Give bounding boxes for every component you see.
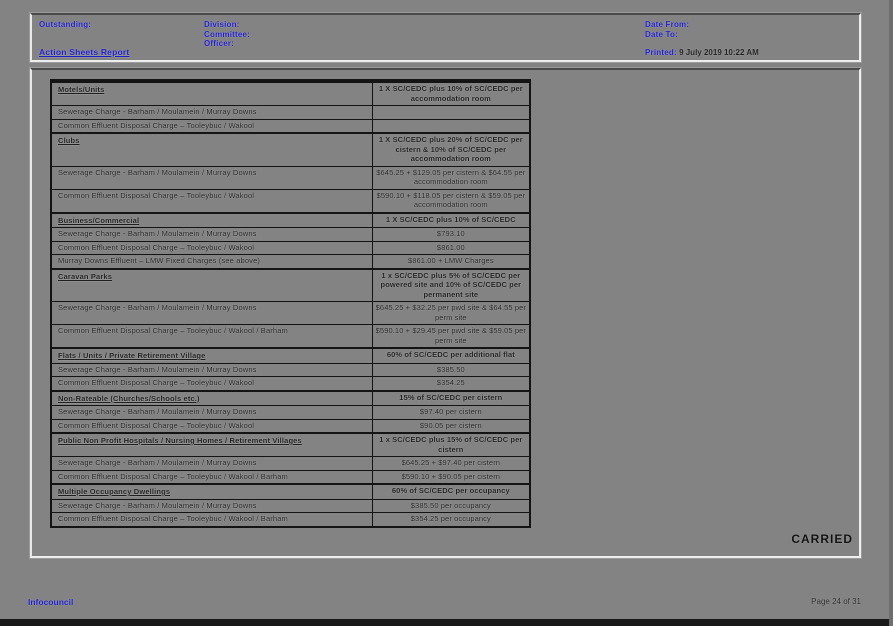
report-body-panel: Motels/Units 1 X SC/CEDC plus 10% of SC/C… <box>30 68 861 558</box>
charge-value-cell: 1 x SC/CEDC plus 15% of SC/CEDC per cist… <box>379 435 523 454</box>
table-row: Common Effluent Disposal Charge – Tooley… <box>52 188 529 212</box>
charge-value-cell <box>373 120 529 133</box>
table-row: Common Effluent Disposal Charge – Tooley… <box>52 512 529 526</box>
category-label-cell: Flats / Units / Private Retirement Villa… <box>52 349 373 363</box>
charge-label-cell: Common Effluent Disposal Charge – Tooley… <box>52 377 373 390</box>
report-header-panel: Outstanding: Division: Committee: Office… <box>30 13 861 62</box>
category-label-cell: Public Non Profit Hospitals / Nursing Ho… <box>52 434 373 456</box>
charge-label-cell: Common Effluent Disposal Charge – Tooley… <box>52 189 373 212</box>
charge-value-cell: $645.25 + $32.25 per pwd site & $64.55 p… <box>375 303 527 322</box>
charge-value-cell: $645.25 + $129.05 per cistern & $64.55 p… <box>376 167 526 187</box>
charge-value-cell: $385.50 <box>436 364 465 374</box>
table-row: Non-Rateable (Churches/Schools etc.) 15% … <box>52 389 529 405</box>
committee-label: Committee: <box>204 29 251 39</box>
charge-value-cell: $97.40 per cistern <box>419 407 482 416</box>
table-row: Sewerage Charge - Barham / Moulamein / M… <box>52 165 529 189</box>
table-row: Common Effluent Disposal Charge – Tooley… <box>52 240 529 254</box>
charge-label-cell: Sewerage Charge - Barham / Moulamein / M… <box>52 106 373 119</box>
charge-value-cell: $354.25 <box>436 378 465 387</box>
table-row: Sewerage Charge - Barham / Moulamein / M… <box>52 362 529 376</box>
charge-label-cell: Sewerage Charge - Barham / Moulamein / M… <box>52 363 373 376</box>
charge-value-cell: $590.10 + $118.05 per cistern & $59.05 p… <box>376 190 526 210</box>
scan-edge-bottom <box>0 619 893 626</box>
category-label-cell: Business/Commercial <box>52 213 373 227</box>
table-row: Public Non Profit Hospitals / Nursing Ho… <box>52 432 529 456</box>
charge-value-cell: 1 X SC/CEDC plus 20% of SC/CEDC per cist… <box>378 135 523 163</box>
table-row: Sewerage Charge - Barham / Moulamein / M… <box>52 405 529 419</box>
table-row: Common Effluent Disposal Charge – Tooley… <box>52 469 529 483</box>
table-row: Motels/Units 1 X SC/CEDC plus 10% of SC/C… <box>52 81 529 105</box>
charge-value-cell: 15% of SC/CEDC per cistern <box>399 392 503 402</box>
charge-value-cell: 1 X SC/CEDC plus 10% of SC/CEDC <box>385 214 516 224</box>
date-from-label: Date From: <box>645 20 690 29</box>
table-row: Common Effluent Disposal Charge – Tooley… <box>52 418 529 432</box>
page-number: Page 24 of 31 <box>811 597 861 606</box>
charge-value-cell: 60% of SC/CEDC per occupancy <box>391 486 510 495</box>
charge-value-cell: $590.10 + $90.05 per cistern <box>401 471 501 481</box>
charge-value-cell: $385.50 per occupancy <box>410 500 491 510</box>
table-row: Sewerage Charge - Barham / Moulamein / M… <box>52 456 529 470</box>
charge-label-cell: Common Effluent Disposal Charge – Tooley… <box>52 119 373 132</box>
table-row: Sewerage Charge - Barham / Moulamein / M… <box>52 105 529 119</box>
sewerage-charges-table: Motels/Units 1 X SC/CEDC plus 10% of SC/C… <box>50 79 531 528</box>
table-row: Sewerage Charge - Barham / Moulamein / M… <box>52 498 529 512</box>
charge-label-cell: Murray Downs Effluent – LMW Fixed Charge… <box>52 255 373 268</box>
table-row: Murray Downs Effluent – LMW Fixed Charge… <box>52 254 529 268</box>
charge-value-cell: $90.05 per cistern <box>419 420 482 430</box>
charge-value-cell: 1 x SC/CEDC plus 5% of SC/CEDC per power… <box>380 270 522 299</box>
category-label-cell: Motels/Units <box>52 83 373 105</box>
category-label-cell: Non-Rateable (Churches/Schools etc.) <box>52 391 373 405</box>
category-label-cell: Caravan Parks <box>52 269 373 301</box>
charge-value-cell <box>373 106 529 119</box>
officer-label: Officer: <box>204 39 235 48</box>
charge-label-cell: Common Effluent Disposal Charge – Tooley… <box>52 513 373 526</box>
charge-label-cell: Common Effluent Disposal Charge – Tooley… <box>52 241 373 254</box>
table-row: Business/Commercial 1 X SC/CEDC plus 10% … <box>52 211 529 227</box>
infocouncil-brand: Infocouncil <box>28 597 74 607</box>
charge-value-cell: 1 X SC/CEDC plus 10% of SC/CEDC per acco… <box>378 84 523 103</box>
charge-label-cell: Common Effluent Disposal Charge – Tooley… <box>52 419 373 432</box>
charge-value-cell: $861.00 + LMW Charges <box>407 256 494 265</box>
table-row: Common Effluent Disposal Charge – Tooley… <box>52 118 529 133</box>
outstanding-label: Outstanding: <box>39 20 92 29</box>
category-label-cell: Clubs <box>52 134 373 166</box>
charge-label-cell: Sewerage Charge - Barham / Moulamein / M… <box>52 457 373 470</box>
report-title: Action Sheets Report <box>39 47 130 57</box>
carried-stamp: CARRIED <box>791 532 853 546</box>
charge-label-cell: Sewerage Charge - Barham / Moulamein / M… <box>52 166 373 189</box>
charge-value-cell: $793.10 <box>436 229 465 238</box>
charge-value-cell: 60% of SC/CEDC per additional flat <box>386 350 515 359</box>
charge-label-cell: Common Effluent Disposal Charge – Tooley… <box>52 470 373 483</box>
charge-value-cell: $354.25 per occupancy <box>410 514 491 523</box>
table-row: Common Effluent Disposal Charge – Tooley… <box>52 376 529 390</box>
printed-value: 9 July 2019 10:22 AM <box>679 48 759 57</box>
table-row: Common Effluent Disposal Charge – Tooley… <box>52 324 529 347</box>
table-row: Flats / Units / Private Retirement Villa… <box>52 347 529 363</box>
date-range-block: Date From: Date To: <box>645 20 689 39</box>
charge-label-cell: Sewerage Charge - Barham / Moulamein / M… <box>52 499 373 512</box>
printed-line: Printed: 9 July 2019 10:22 AM <box>645 48 759 57</box>
division-label: Division: <box>204 20 240 29</box>
division-committee-officer-block: Division: Committee: Officer: <box>204 20 250 49</box>
scan-edge-right <box>889 0 893 626</box>
charge-value-cell: $861.00 <box>436 242 465 252</box>
charge-value-cell: $645.25 + $97.40 per cistern <box>401 458 501 467</box>
charge-label-cell: Sewerage Charge - Barham / Moulamein / M… <box>52 302 373 324</box>
date-to-label: Date To: <box>645 29 679 39</box>
category-label-cell: Multiple Occupancy Dwellings <box>52 485 373 499</box>
charge-value-cell: $590.10 + $29.45 per pwd site & $59.05 p… <box>375 326 527 345</box>
charge-label-cell: Sewerage Charge - Barham / Moulamein / M… <box>52 228 373 241</box>
printed-label: Printed: <box>645 48 677 57</box>
table-row: Sewerage Charge - Barham / Moulamein / M… <box>52 301 529 324</box>
table-row: Multiple Occupancy Dwellings 60% of SC/CE… <box>52 483 529 499</box>
charge-label-cell: Sewerage Charge - Barham / Moulamein / M… <box>52 406 373 419</box>
table-row: Sewerage Charge - Barham / Moulamein / M… <box>52 227 529 241</box>
charge-label-cell: Common Effluent Disposal Charge – Tooley… <box>52 325 373 347</box>
